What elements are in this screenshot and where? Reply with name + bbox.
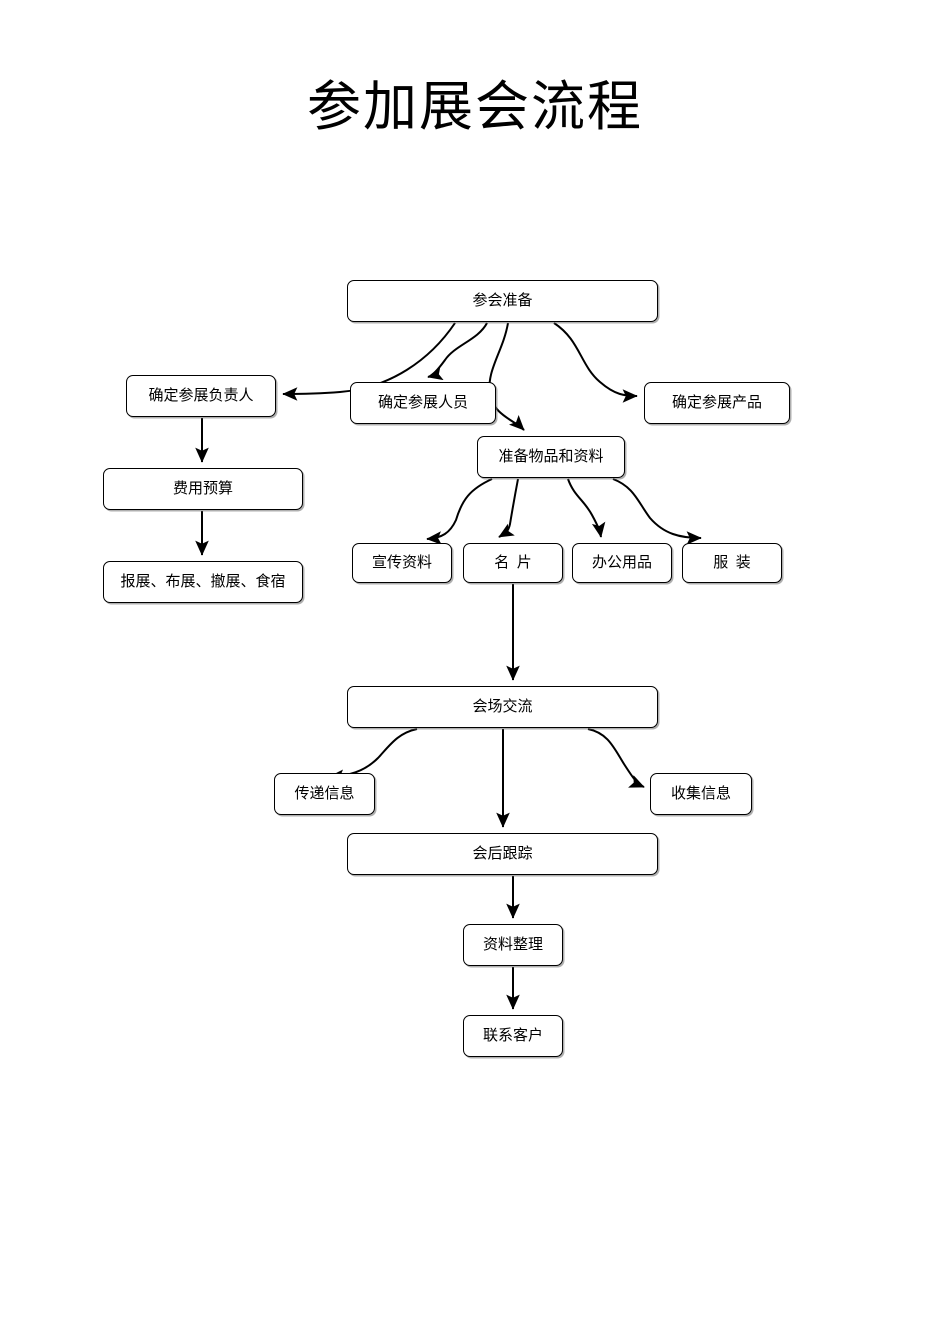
- node-fuzhuang[interactable]: 服 装: [682, 543, 782, 583]
- node-huihou-genzong[interactable]: 会后跟踪: [347, 833, 658, 875]
- node-baozhan-buzhan-chezhan-shisu[interactable]: 报展、布展、撤展、食宿: [103, 561, 303, 603]
- edge-materials-to-promo: [426, 478, 493, 545]
- node-huichang-jiaoliu[interactable]: 会场交流: [347, 686, 658, 728]
- node-queding-canzhan-chanpin[interactable]: 确定参展产品: [644, 382, 790, 424]
- node-canhui-zhunbei[interactable]: 参会准备: [347, 280, 658, 322]
- edge-prep-to-product: [553, 322, 638, 403]
- edge-materials-to-clothes: [612, 478, 702, 545]
- node-shouji-xinxi[interactable]: 收集信息: [650, 773, 752, 815]
- node-mingpian[interactable]: 名 片: [463, 543, 563, 583]
- node-bangong-yongpin[interactable]: 办公用品: [572, 543, 672, 583]
- edge-materials-to-card: [498, 478, 519, 538]
- edge-prep-to-staff: [427, 322, 488, 381]
- node-xuanchuan-ziliao[interactable]: 宣传资料: [352, 543, 452, 583]
- node-chuandi-xinxi[interactable]: 传递信息: [274, 773, 375, 815]
- node-ziliao-zhengli[interactable]: 资料整理: [463, 924, 563, 966]
- node-lianxi-kehu[interactable]: 联系客户: [463, 1015, 563, 1057]
- node-zhunbei-wupin-he-ziliao[interactable]: 准备物品和资料: [477, 436, 625, 478]
- edge-onsite-to-collect: [587, 728, 645, 788]
- edge-onsite-to-deliver: [328, 728, 418, 784]
- node-queding-canzhan-fuzeren[interactable]: 确定参展负责人: [126, 375, 276, 417]
- node-feiyong-yusuan[interactable]: 费用预算: [103, 468, 303, 510]
- node-queding-canzhan-renyuan[interactable]: 确定参展人员: [350, 382, 496, 424]
- page-title: 参加展会流程: [307, 77, 643, 137]
- edge-materials-to-office: [567, 478, 606, 538]
